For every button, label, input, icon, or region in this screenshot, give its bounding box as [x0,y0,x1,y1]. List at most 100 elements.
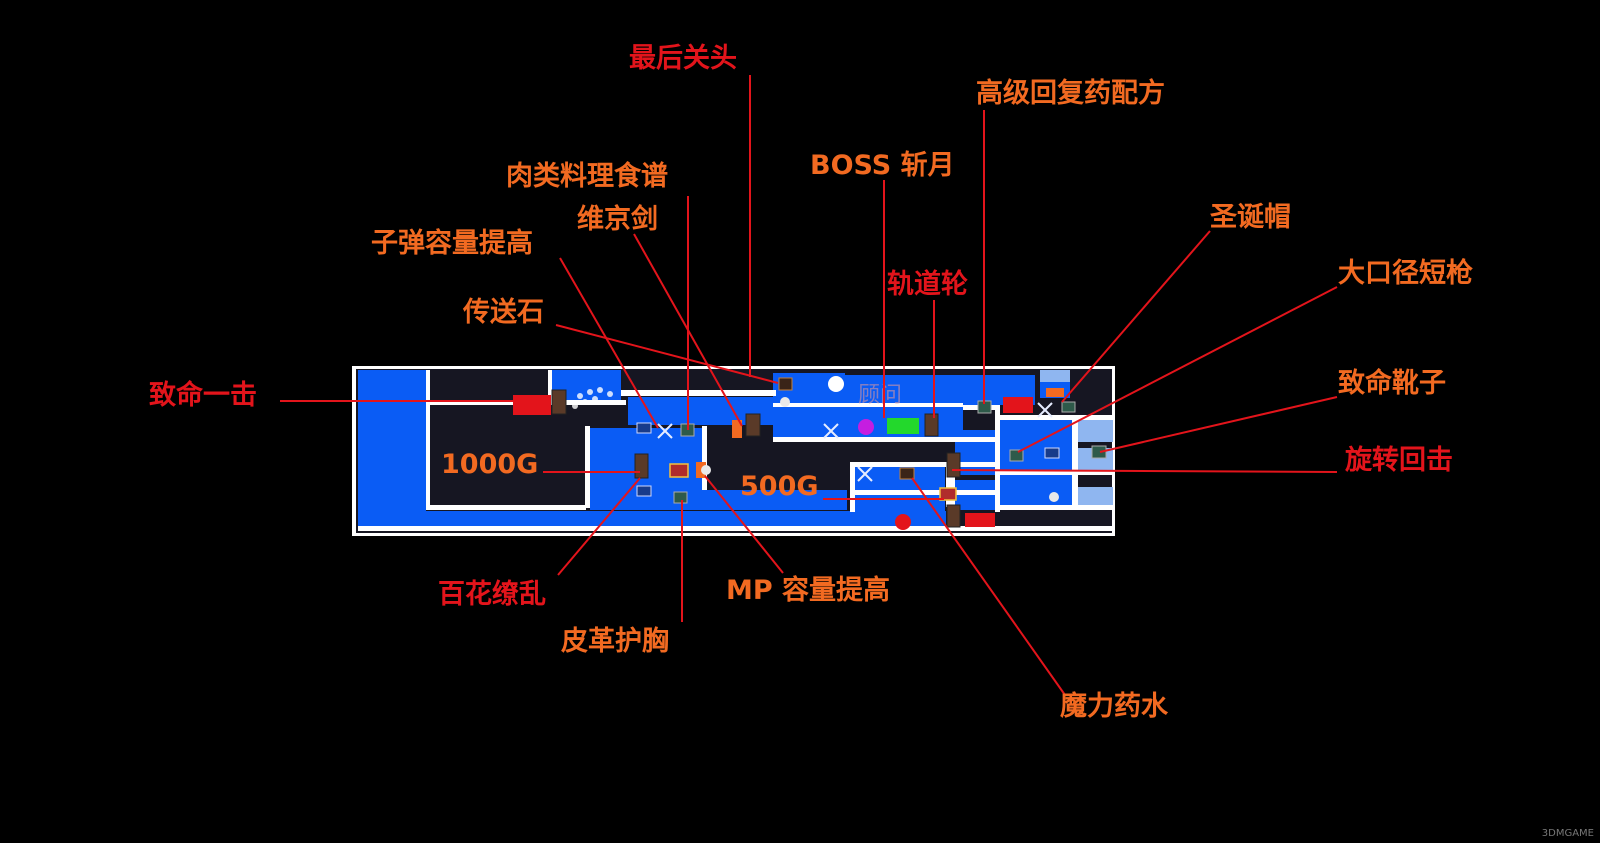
map-corridor [850,462,855,512]
chest-icon [924,413,939,437]
map-room [1000,475,1072,505]
skull-icon [1049,492,1059,502]
map-watermark: 顾问 [858,383,902,408]
leader-line [704,475,784,574]
label-gold-1000: 1000G [441,449,538,480]
map-corridor [995,407,1000,512]
chest-icon [1091,445,1107,459]
map-corridor [426,370,430,510]
leader-line [1017,286,1338,453]
map-room [855,495,945,512]
crossed-swords-icon [1037,402,1053,418]
label-advanced-potion-recipe: 高级回复药配方 [976,77,1165,109]
label-christmas-hat: 圣诞帽 [1210,202,1291,233]
castle-map: 顾问 [352,366,1115,536]
chest-icon [1061,401,1076,413]
map-corridor [946,467,955,507]
label-viking-sword: 维京剑 [577,203,658,235]
leader-line [555,324,779,384]
chest-icon [899,467,915,480]
map-room [1000,420,1072,470]
save-room [513,395,551,415]
crossed-swords-icons [657,402,1053,482]
map-corridor [426,505,586,510]
label-blunderbuss: 大口径短枪 [1338,257,1474,289]
chest-icon [939,487,957,501]
map-corridor [358,526,1113,531]
map-corridor [850,462,1000,467]
skull-icon [780,397,790,407]
map-corridor [1000,505,1112,510]
chest-icon [1009,449,1024,462]
skull-icon [701,465,711,475]
crossed-swords-icon [857,466,873,482]
map-corridor [1000,415,1112,420]
chest-icon [745,413,761,437]
label-meat-recipe: 肉类料理食谱 [506,160,668,192]
leader-line [1061,230,1211,403]
watermark: 3DMGAME [1541,828,1594,839]
chest-icon [636,422,652,434]
boss-marker [828,376,844,392]
label-mp-capacity-up: MP 容量提高 [726,574,890,606]
map-corridor [621,390,776,396]
crossed-swords-icon [823,423,839,439]
label-teleport-stone: 传送石 [462,297,544,328]
red-marker [895,514,911,530]
leader-line [951,469,1338,473]
chest-icon [673,491,688,504]
save-room [965,513,995,527]
warp-room [732,420,742,438]
chest-icon [1044,447,1060,459]
map-corridor [702,426,707,490]
map-room [358,511,946,527]
label-rail-wheel: 轨道轮 [887,268,968,300]
label-gold-500: 500G [740,471,819,502]
map-corridor [773,437,998,442]
map-room [702,490,847,510]
crossed-swords-icon [657,423,673,439]
chest-icon [634,453,649,479]
chest-icons [551,377,1107,528]
map-corridor [585,426,590,508]
map-rooms [358,370,1072,527]
chest-icon [636,485,652,497]
leader-line [1099,396,1338,453]
chest-icon [778,377,793,391]
map-corridor [548,370,552,405]
skull-icons [701,397,1059,502]
label-deadly-boots: 致命靴子 [1338,367,1446,399]
map-room [955,430,1000,475]
label-crit-strike: 致命一击 [149,379,257,411]
map-room [1040,370,1070,382]
magenta-marker [858,419,874,435]
chest-icon [946,452,961,478]
leader-line [559,257,659,429]
warp-room [1046,388,1064,397]
chest-icon [551,389,567,415]
leader-lines [280,75,1338,696]
label-final-boss: 最后关头 [629,43,737,74]
map-corridor [1072,415,1078,510]
shop-room [887,418,919,434]
map-corridor [1000,470,1112,475]
chest-icon [946,504,961,528]
chest-icon [669,463,689,478]
leader-line [557,477,641,576]
label-bullet-capacity-up: 子弹容量提高 [371,227,533,259]
map-room [358,370,426,526]
save-room [1003,397,1033,413]
map-corridor [773,403,963,407]
label-leather-cuirass: 皮革护胸 [561,626,669,657]
leader-line [911,477,1066,696]
map-room [1078,487,1113,505]
label-hundred-flowers: 百花缭乱 [438,578,546,610]
map-labels: 致命一击 传送石 子弹容量提高 维京剑 肉类料理食谱 最后关头 BOSS 斩月 … [149,43,1474,722]
label-boss-zangetsu: BOSS 斩月 [810,150,955,181]
label-spin-counter: 旋转回击 [1345,445,1453,476]
map-corridor [850,490,1000,495]
shard-icon [572,387,613,409]
map-room [1078,420,1113,442]
label-mana-potion: 魔力药水 [1060,691,1169,722]
